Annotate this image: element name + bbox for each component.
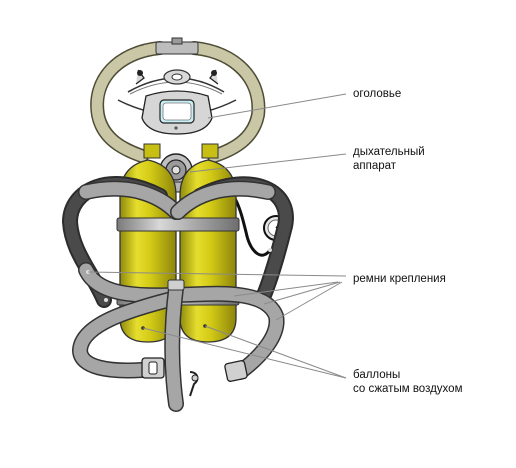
breathing-hose (90, 41, 266, 163)
strap-buckles (141, 357, 248, 397)
label-headgear: оголовье (353, 88, 402, 100)
leader-headgear (207, 93, 347, 119)
leader-lines (87, 93, 347, 379)
leader-cylinder-2 (204, 325, 347, 379)
headgear-mask (117, 69, 237, 135)
harness-straps (61, 176, 294, 412)
label-cylinders-line2: со сжатым воздухом (353, 383, 463, 395)
label-breathing-line2: аппарат (353, 160, 397, 172)
label-cylinders: баллоны со сжатым воздухом (353, 368, 462, 396)
label-breathing-apparatus: дыхательный аппарат (353, 145, 425, 173)
leader-strap-4 (275, 281, 343, 321)
leader-breathing (189, 153, 347, 173)
leader-strap-1 (87, 271, 347, 277)
leader-cylinder-1 (142, 327, 347, 379)
leader-strap-2 (233, 281, 339, 297)
cylinder-right (179, 143, 237, 343)
label-straps: ремни крепления (353, 273, 446, 285)
hose-connector (155, 37, 199, 55)
label-cylinders-line1: баллоны (353, 369, 401, 381)
leader-strap-3 (263, 281, 341, 305)
label-breathing-line1: дыхательный (353, 146, 425, 158)
